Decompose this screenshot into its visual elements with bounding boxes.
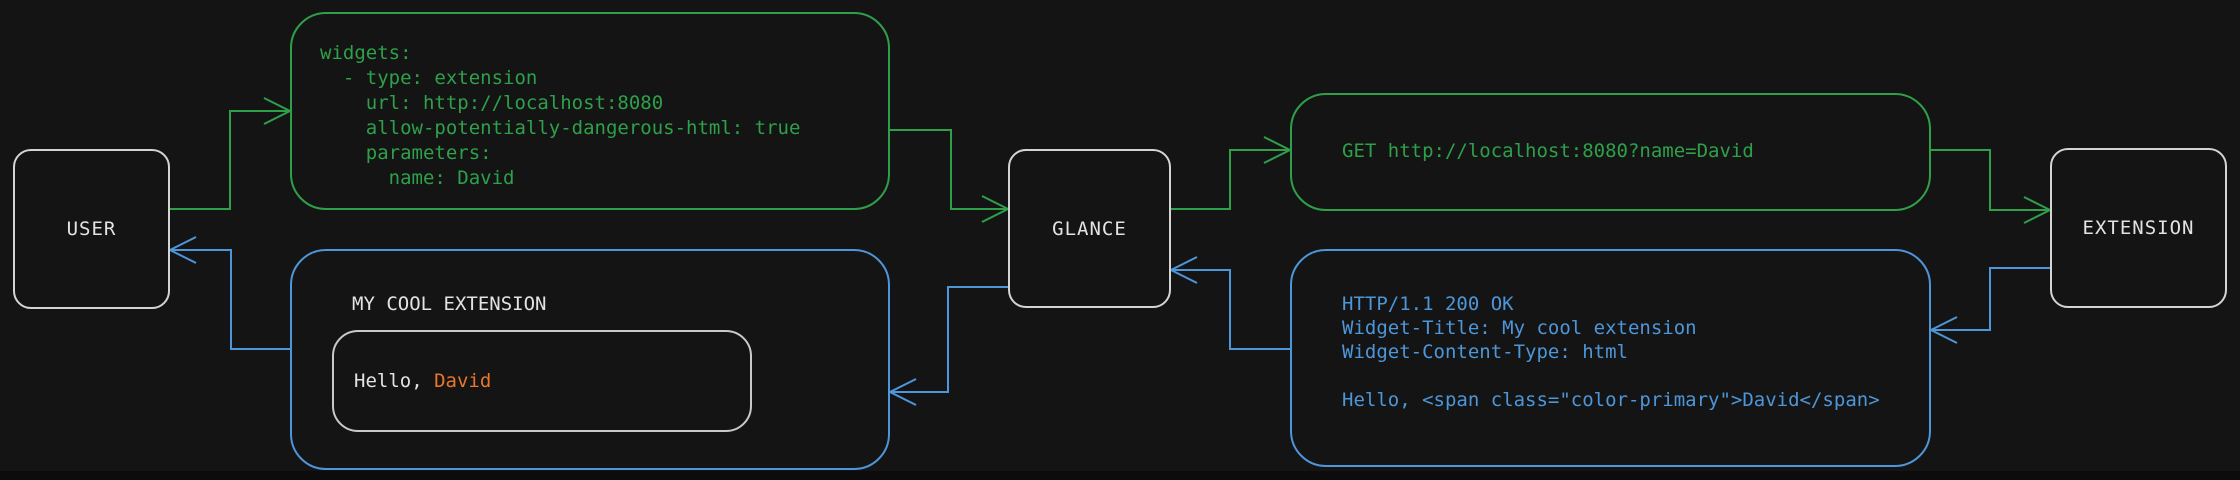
arrowhead-right-icon [2023, 196, 2053, 224]
http-request-box: GET http://localhost:8080?name=David [1290, 93, 1931, 211]
http-response-text: HTTP/1.1 200 OK Widget-Title: My cool ex… [1342, 293, 1880, 411]
http-response-box: HTTP/1.1 200 OK Widget-Title: My cool ex… [1290, 249, 1931, 467]
connector-user-to-config [170, 97, 293, 210]
node-user-label: USER [66, 218, 117, 240]
arrowhead-left-icon [1928, 316, 1958, 344]
arrowhead-right-icon [981, 195, 1011, 223]
bottom-edge [0, 471, 2240, 480]
config-yaml-code: widgets: - type: extension url: http://l… [320, 42, 801, 189]
connector-response-to-glance [1168, 256, 1290, 350]
arrowhead-right-icon [1263, 136, 1293, 164]
node-user: USER [13, 149, 170, 309]
connector-line [170, 110, 290, 210]
connector-line [1171, 149, 1290, 210]
connector-glance-to-widget [887, 286, 1008, 406]
greeting-prefix: Hello, [354, 370, 435, 392]
arrowhead-right-icon [263, 97, 293, 125]
connector-glance-to-request [1171, 136, 1293, 210]
connector-line [1931, 149, 2050, 211]
arrowhead-left-icon [167, 236, 197, 264]
config-yaml-box: widgets: - type: extension url: http://l… [290, 12, 890, 210]
connector-line [1931, 267, 2050, 331]
arrowhead-left-icon [1168, 256, 1198, 284]
widget-preview-box: MY COOL EXTENSION Hello, David [290, 249, 890, 470]
connector-config-to-glance [890, 129, 1011, 223]
widget-title: MY COOL EXTENSION [352, 293, 547, 315]
node-extension: EXTENSION [2050, 148, 2227, 308]
connector-line [1171, 269, 1290, 350]
widget-greeting: Hello, David [354, 332, 491, 430]
widget-content-frame: Hello, David [332, 330, 752, 432]
connector-line [890, 286, 1008, 393]
node-glance-label: GLANCE [1052, 217, 1127, 240]
node-extension-label: EXTENSION [2082, 217, 2195, 239]
connector-extension-to-response [1928, 267, 2050, 344]
connector-request-to-extension [1931, 149, 2053, 224]
greeting-name: David [434, 370, 492, 392]
arrowhead-left-icon [887, 378, 917, 406]
http-request-text: GET http://localhost:8080?name=David [1342, 140, 1754, 162]
connector-widget-to-user [167, 236, 290, 350]
connector-line [890, 129, 1008, 210]
connector-line [170, 249, 290, 350]
node-glance: GLANCE [1008, 149, 1171, 308]
